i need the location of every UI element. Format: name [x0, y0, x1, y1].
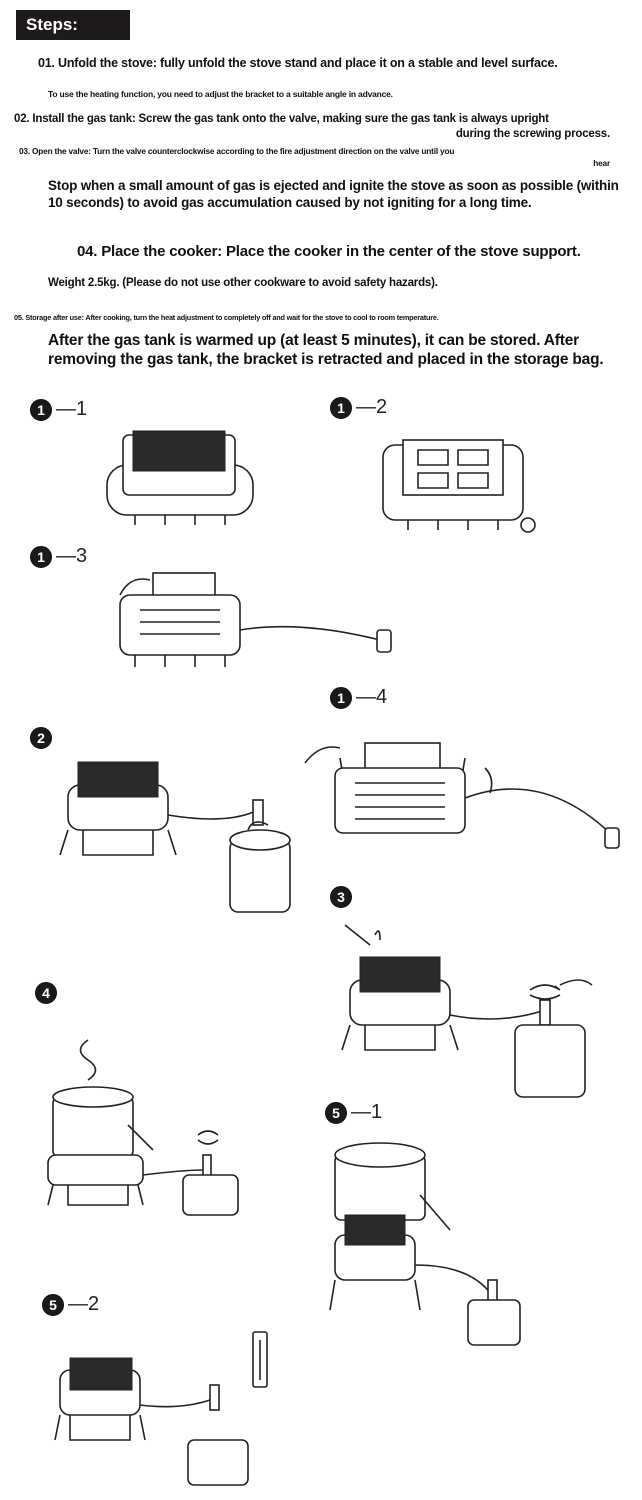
step-number-badge: 3	[330, 886, 352, 908]
lighter-icon	[344, 924, 381, 946]
figure-label-3: 3	[330, 886, 356, 908]
steam-icon	[79, 1039, 97, 1081]
stove-unfold-illustration	[119, 572, 392, 667]
storage-thermometer-illustration	[54, 1331, 268, 1486]
figure-label-1-2: 1—2	[330, 396, 387, 419]
step-04-note: Weight 2.5kg. (Please do not use other c…	[48, 277, 438, 289]
step-02-line2: during the screwing process.	[455, 128, 610, 140]
step-number-badge: 1	[330, 396, 352, 419]
ignite-stove-illustration	[341, 924, 593, 1098]
step-number-badge: 5	[42, 1293, 64, 1316]
step-01: 01. Unfold the stove: fully unfold the s…	[38, 56, 558, 70]
figure-label-5-1: 5—1	[325, 1101, 382, 1124]
figure-label-1-4: 1—4	[330, 686, 387, 709]
rotate-arrow-icon	[197, 1130, 219, 1145]
step-03-note: Stop when a small amount of gas is eject…	[48, 178, 619, 210]
figure-label-2: 2	[30, 727, 56, 749]
step-02-line1: 02. Install the gas tank: Screw the gas …	[14, 113, 549, 125]
cooling-storage-illustration	[329, 1142, 521, 1346]
step-05-note: After the gas tank is warmed up (at leas…	[48, 332, 604, 368]
step-number-badge: 1	[30, 545, 52, 568]
step-number-badge: 1	[30, 398, 52, 421]
step-03-line1: 03. Open the valve: Turn the valve count…	[19, 146, 455, 156]
step-05: 05. Storage after use: After cooking, tu…	[14, 313, 439, 322]
steps-header: Steps:	[16, 10, 130, 40]
step-number-badge: 1	[330, 686, 352, 709]
step-03-line2: hear	[593, 158, 610, 168]
figure-label-1-3: 1—3	[30, 545, 87, 568]
figure-label-5-2: 5—2	[42, 1293, 99, 1316]
stove-top-illustration	[382, 439, 536, 533]
rotate-arrow-icon	[529, 984, 561, 1000]
step-number-badge: 5	[325, 1101, 347, 1124]
figure-label-1-1: 1—1	[30, 398, 87, 421]
step-01-note: To use the heating function, you need to…	[48, 89, 393, 99]
install-gas-tank-illustration	[59, 761, 291, 913]
hand-icon	[559, 979, 593, 986]
stove-bracket-unfold-illustration	[304, 742, 620, 849]
place-cooker-illustration	[47, 1039, 239, 1216]
step-number-badge: 2	[30, 727, 52, 749]
step-number-badge: 4	[35, 982, 57, 1004]
step-04: 04. Place the cooker: Place the cooker i…	[77, 243, 581, 260]
rotate-arrow-icon	[247, 821, 269, 831]
folded-stove-illustration	[106, 430, 254, 525]
figure-label-4: 4	[35, 982, 61, 1004]
rotate-arrow-icon	[119, 578, 151, 596]
